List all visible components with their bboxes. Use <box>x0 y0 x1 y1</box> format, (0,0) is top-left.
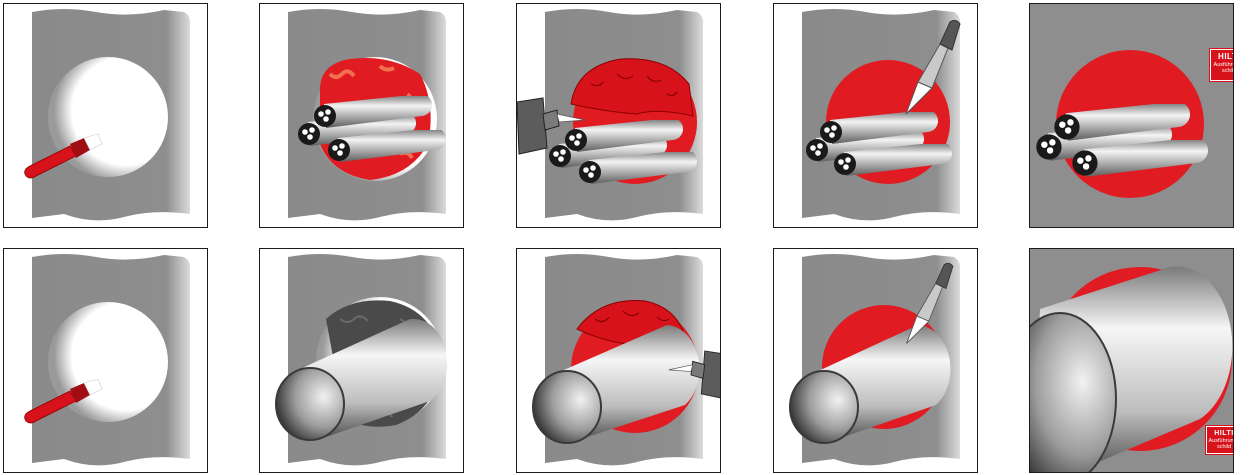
cables-in-hole-drawing <box>260 4 464 228</box>
step-4-cable-penetration <box>773 3 978 228</box>
pipe-in-hole-drawing <box>260 249 464 473</box>
finished-seal-drawing <box>1030 4 1234 228</box>
label-text: Ausführungs schild <box>1207 438 1234 450</box>
hilti-label-icon: HILTI Ausführungs schild <box>1210 49 1234 81</box>
finished-pipe-seal-drawing <box>1030 249 1234 473</box>
wall-hole-drawing <box>4 4 208 228</box>
step-2-pipe-penetration <box>259 248 464 473</box>
step-3-cable-penetration <box>516 3 721 228</box>
sealant-application-drawing <box>517 4 721 228</box>
label-text: Ausführungs schild <box>1211 62 1234 74</box>
smoothing-drawing <box>774 4 978 228</box>
step-4-pipe-penetration <box>773 248 978 473</box>
pipe-smoothing-drawing <box>774 249 978 473</box>
step-1-cable-penetration <box>3 3 208 228</box>
wall-hole-drawing <box>4 249 208 473</box>
step-5-pipe-penetration: HILTI Ausführungs schild <box>1029 248 1234 473</box>
step-5-cable-penetration: HILTI Ausführungs schild <box>1029 3 1234 228</box>
label-brand: HILTI <box>1211 52 1234 62</box>
step-3-pipe-penetration <box>516 248 721 473</box>
label-brand: HILTI <box>1207 429 1234 438</box>
pipe-sealant-drawing <box>517 249 721 473</box>
hilti-label-icon: HILTI Ausführungs schild <box>1206 426 1234 454</box>
step-1-pipe-penetration <box>3 248 208 473</box>
step-2-cable-penetration <box>259 3 464 228</box>
